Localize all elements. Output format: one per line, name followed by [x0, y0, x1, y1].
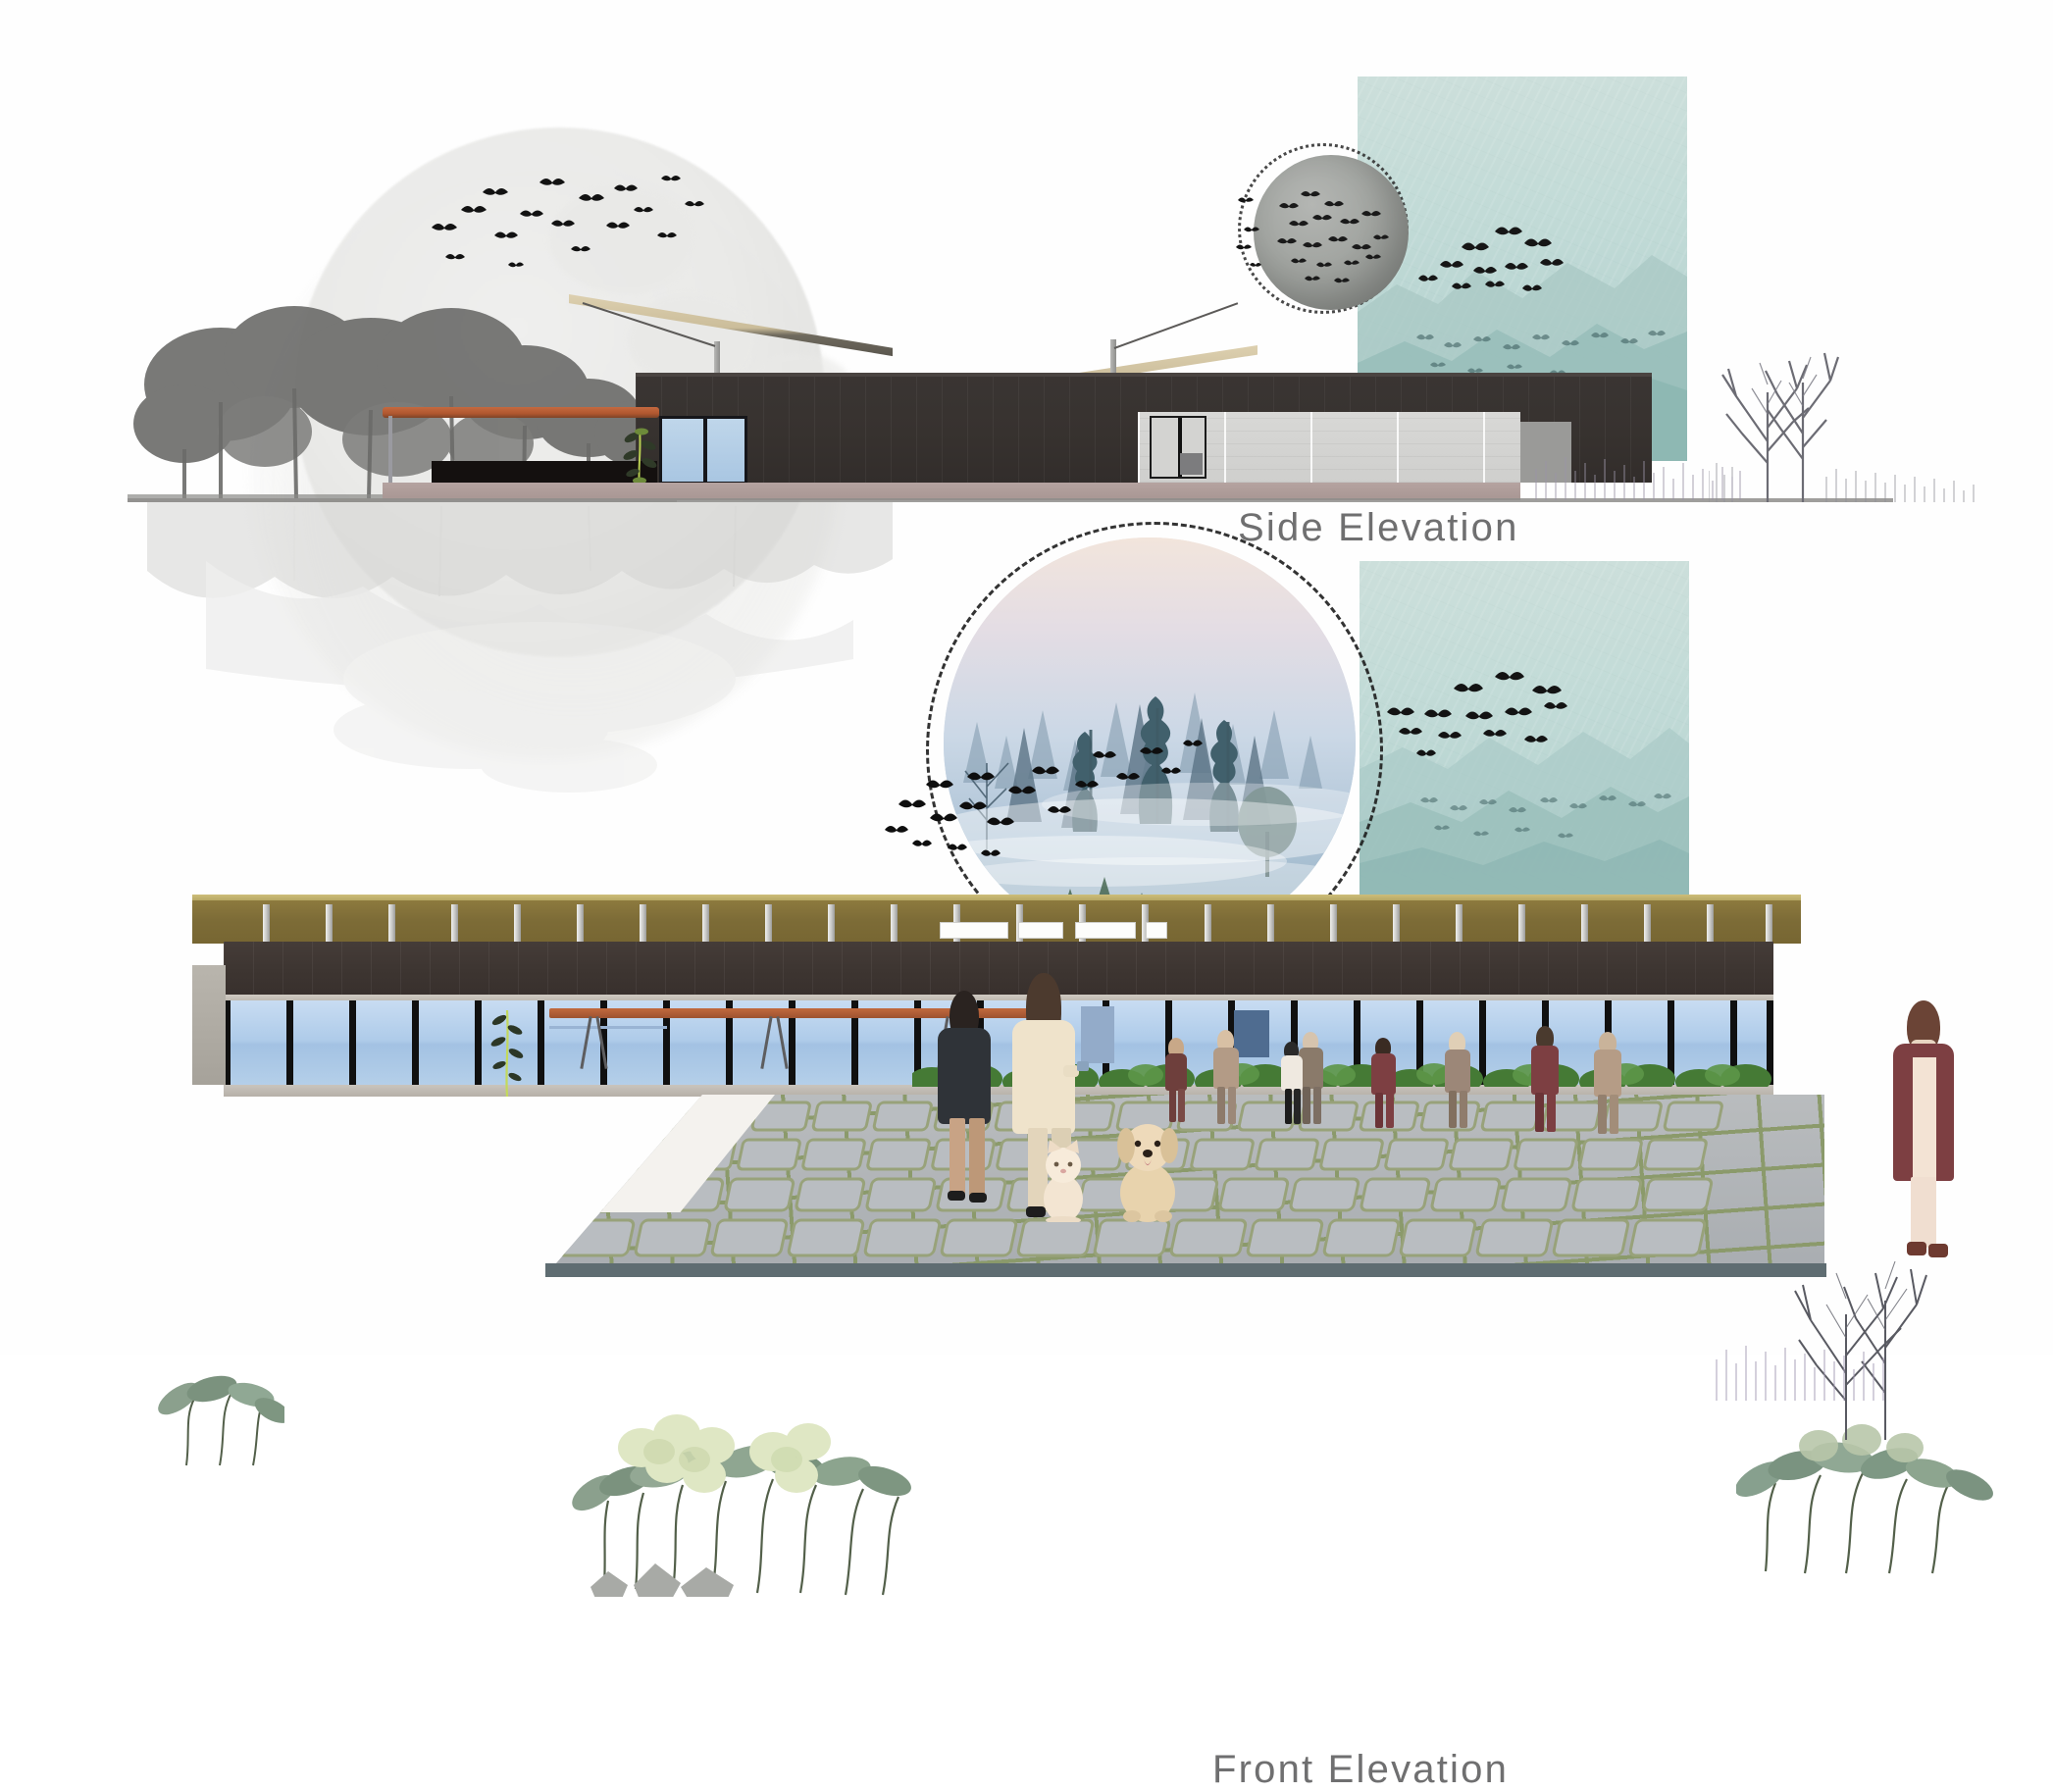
interior-panel	[1081, 1006, 1114, 1063]
roof-post	[1581, 904, 1588, 942]
list-item	[1293, 1032, 1330, 1126]
roof-post	[1393, 904, 1400, 942]
concrete-return	[192, 965, 226, 1085]
flock-escaping-moon	[1234, 186, 1279, 284]
roof-post	[1456, 904, 1463, 942]
list-item	[1587, 1032, 1628, 1136]
fg-woman-dark-coat	[928, 991, 1001, 1203]
interior-line	[549, 1026, 667, 1029]
clerestory-opening	[940, 922, 1008, 939]
canopy-column	[714, 341, 720, 384]
tropical-plants-left	[565, 1391, 918, 1607]
roof-cap-band	[192, 895, 1801, 902]
side-elevation-label: Side Elevation	[1238, 506, 1519, 549]
recessed-entry-shadow	[432, 461, 657, 485]
roof-post	[577, 904, 584, 942]
right-woman-maroon	[1883, 1000, 1962, 1257]
teal-mountain-panel-bottom	[1360, 561, 1689, 930]
ink-splat	[549, 186, 696, 294]
winter-trees-right	[1708, 324, 2003, 505]
climbing-plant	[620, 412, 665, 491]
building-plinth	[383, 483, 1520, 500]
roof-post	[891, 904, 898, 942]
interior-panel	[1234, 1010, 1269, 1057]
facade-climbing-plant	[490, 1002, 524, 1098]
side-glazing	[659, 416, 747, 485]
canopy-column	[1110, 339, 1116, 384]
shrub-band	[1530, 443, 1746, 502]
plaza-edge-band	[545, 1263, 1826, 1277]
roof-post	[1205, 904, 1211, 942]
roof-post	[1766, 904, 1772, 942]
plaza-paving	[549, 1095, 1824, 1271]
terracotta-canopy-front	[549, 1008, 1040, 1018]
roof-post	[451, 904, 458, 942]
roof-post	[1142, 904, 1149, 942]
roof-post	[1267, 904, 1274, 942]
reflection-wash	[147, 502, 1010, 826]
roof-post	[765, 904, 772, 942]
list-item	[1206, 1030, 1246, 1126]
canopy-strut	[1113, 302, 1239, 349]
lavender-grass-band	[1713, 1334, 1889, 1403]
stone-wall-window	[1150, 416, 1206, 479]
front-elevation-label: Front Elevation	[1212, 1748, 1510, 1791]
front-elevation-composition: Front Elevation	[0, 522, 2053, 1791]
golden-retriever	[1103, 1110, 1193, 1222]
canopy-wing-left	[569, 294, 893, 357]
tropical-plants-far-left	[157, 1359, 291, 1467]
ground-line	[128, 498, 1893, 502]
terracotta-canopy-side	[383, 407, 659, 418]
sitting-cat	[1034, 1138, 1093, 1224]
canopy-column	[388, 416, 392, 486]
clerestory-opening	[1075, 922, 1136, 939]
roof-post	[1518, 904, 1525, 942]
roof-post	[388, 904, 395, 942]
list-item	[1159, 1038, 1193, 1124]
clerestory-opening	[1018, 922, 1063, 939]
clerestory-opening	[1146, 922, 1167, 939]
flock-over-trees	[422, 167, 716, 284]
cladding-top-highlight	[636, 373, 1652, 377]
roof-post	[828, 904, 835, 942]
dark-cladding-band	[224, 942, 1773, 1000]
roof-post	[1330, 904, 1337, 942]
roof-post	[1707, 904, 1714, 942]
roof-post	[514, 904, 521, 942]
roof-post	[1644, 904, 1651, 942]
butterfly-canopy	[569, 294, 1257, 412]
side-elevation-composition: Side Elevation	[0, 0, 2053, 793]
moon-circle	[1254, 155, 1409, 310]
roof-post	[263, 904, 270, 942]
list-item	[1438, 1032, 1477, 1130]
list-item	[1524, 1026, 1565, 1134]
curtain-wall-header	[224, 995, 1773, 1003]
flock-across-forest	[883, 716, 1216, 873]
forest-circle	[944, 538, 1356, 949]
list-item	[1275, 1042, 1309, 1126]
roof-post	[326, 904, 333, 942]
roof-post	[640, 904, 646, 942]
list-item	[1365, 1038, 1403, 1130]
roof-post	[702, 904, 709, 942]
